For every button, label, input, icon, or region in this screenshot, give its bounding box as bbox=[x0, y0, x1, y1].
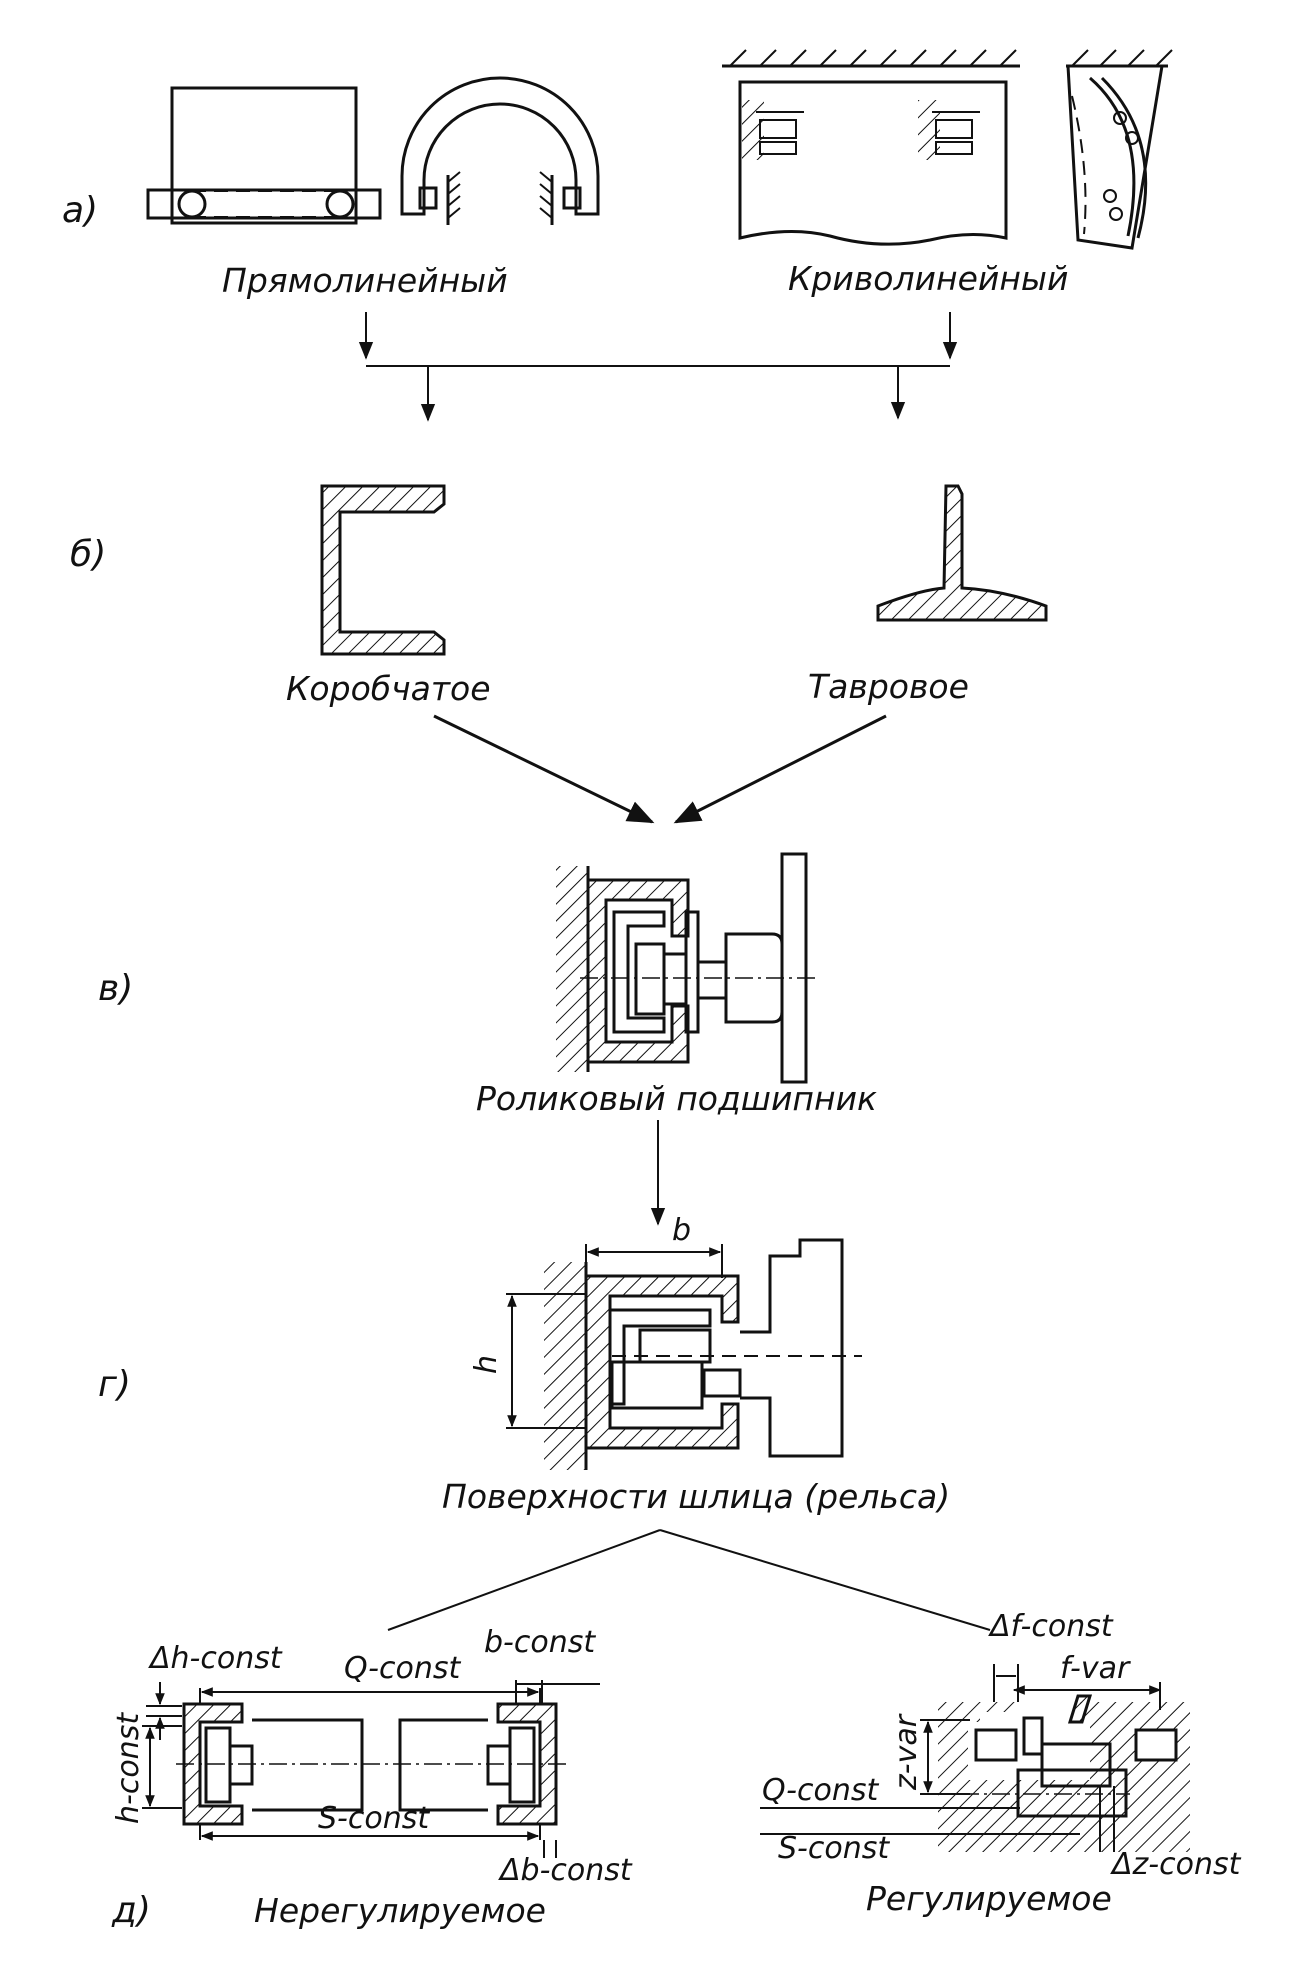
tee-profile-drawing bbox=[876, 484, 1048, 622]
adjustable-label: Регулируемое bbox=[866, 1879, 1112, 1918]
straight-guide-arch-drawing bbox=[400, 76, 600, 225]
roller-bearing-label: Роликовый подшипник bbox=[476, 1079, 877, 1118]
dim-q-const-right: Q-const bbox=[762, 1773, 879, 1808]
unadjustable-connection-drawing bbox=[142, 1680, 600, 1858]
section-letter-g: г) bbox=[98, 1364, 131, 1405]
dim-z-var: z-var bbox=[889, 1713, 924, 1791]
roller-bearing-drawing bbox=[556, 852, 820, 1084]
section-letter-a: а) bbox=[62, 190, 98, 231]
section-letter-b: б) bbox=[70, 534, 106, 575]
curved-guide-side-drawing bbox=[1066, 49, 1173, 250]
dim-delta-b-const: Δb-const bbox=[498, 1853, 633, 1888]
section-v: в) Роликовый подшипник bbox=[98, 852, 877, 1226]
dim-h-label: h bbox=[469, 1355, 504, 1374]
section-a: а) Прямолинейный bbox=[62, 49, 1173, 422]
dim-delta-h-const: Δh-const bbox=[148, 1641, 283, 1676]
dim-s-const-left: S-const bbox=[318, 1801, 430, 1836]
section-b: б) Коробчатое Тавровое bbox=[70, 484, 1048, 824]
straight-guide-drawing bbox=[146, 86, 382, 225]
tee-profile-label: Тавровое bbox=[808, 667, 969, 706]
section-letter-v: в) bbox=[98, 968, 133, 1009]
slot-surfaces-drawing bbox=[506, 1238, 862, 1470]
section-letter-d: д) bbox=[111, 1890, 151, 1931]
connector-a-to-b bbox=[358, 312, 958, 422]
dim-s-const-right: S-const bbox=[778, 1831, 890, 1866]
section-d: д) bbox=[111, 1609, 1242, 1931]
dim-h-const: h-const bbox=[111, 1712, 146, 1824]
box-profile-label: Коробчатое bbox=[286, 669, 491, 708]
unadjustable-label: Нерегулируемое bbox=[254, 1891, 546, 1930]
dim-delta-f-const: Δf-const bbox=[988, 1609, 1114, 1644]
section-g: г) b h Поверхности шлица (рельса) bbox=[98, 1213, 991, 1631]
dim-b-label: b bbox=[672, 1213, 691, 1248]
connector-g-to-d bbox=[387, 1529, 991, 1631]
slot-surfaces-label: Поверхности шлица (рельса) bbox=[442, 1477, 950, 1516]
adjustable-connection-drawing bbox=[760, 1664, 1190, 1852]
dim-b-const: b-const bbox=[484, 1625, 596, 1660]
curved-guide-label: Криволинейный bbox=[788, 259, 1068, 298]
dim-f-var: f-var bbox=[1060, 1651, 1131, 1686]
box-profile-drawing bbox=[320, 484, 446, 656]
straight-guide-label: Прямолинейный bbox=[222, 261, 508, 300]
connector-b-to-v bbox=[433, 714, 887, 824]
curved-guide-drawing bbox=[722, 49, 1020, 246]
dim-delta-z-const: Δz-const bbox=[1110, 1847, 1242, 1882]
dim-q-const-left: Q-const bbox=[344, 1651, 461, 1686]
